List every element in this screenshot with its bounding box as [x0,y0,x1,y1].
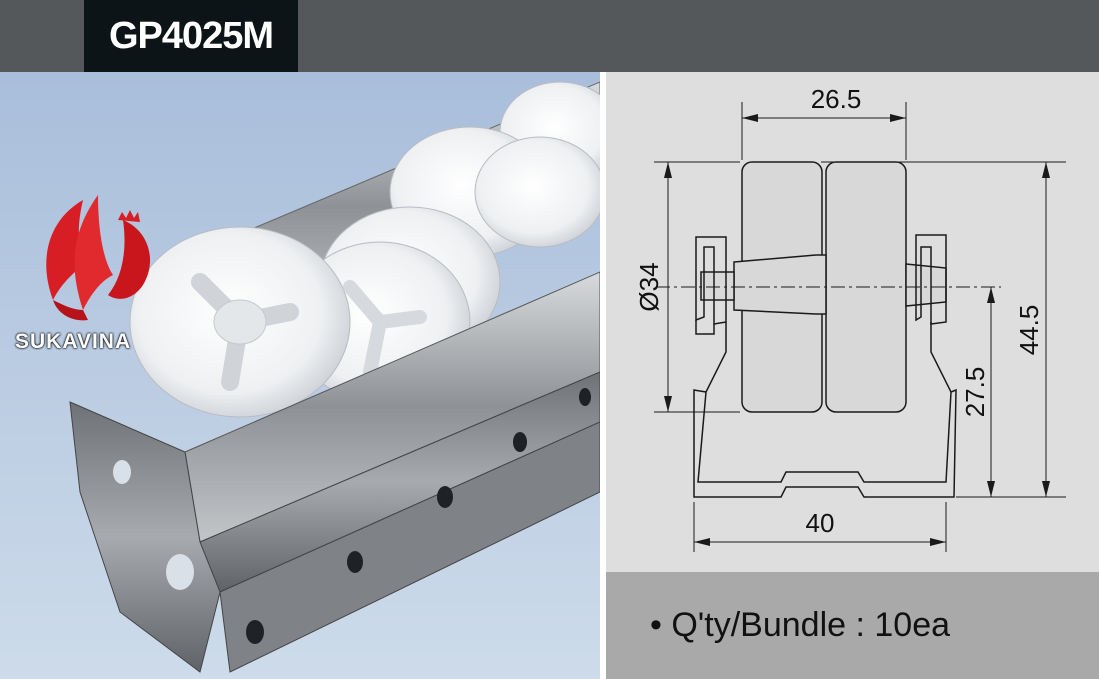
divider [600,72,606,679]
rail-holes [113,388,591,644]
dim-diameter: Ø34 [634,262,664,311]
technical-drawing: 26.5 Ø34 27.5 44.5 40 [606,72,1099,572]
brand-name: SUKAVINA [15,330,132,353]
model-title: GP4025M [108,14,274,57]
winged-lion-logo-icon [46,195,151,321]
dim-bottom-width: 40 [806,508,835,538]
roller-wheels [129,81,600,418]
dim-total-height: 44.5 [1014,305,1044,356]
quantity-per-bundle: • Q'ty/Bundle : 10ea [650,606,951,644]
dim-top-width: 26.5 [811,84,862,114]
quantity-box: • Q'ty/Bundle : 10ea [606,572,1099,679]
dim-axle-height: 27.5 [960,367,990,418]
model-title-box: GP4025M [84,0,298,72]
product-photo: SUKAVINA [0,72,600,679]
